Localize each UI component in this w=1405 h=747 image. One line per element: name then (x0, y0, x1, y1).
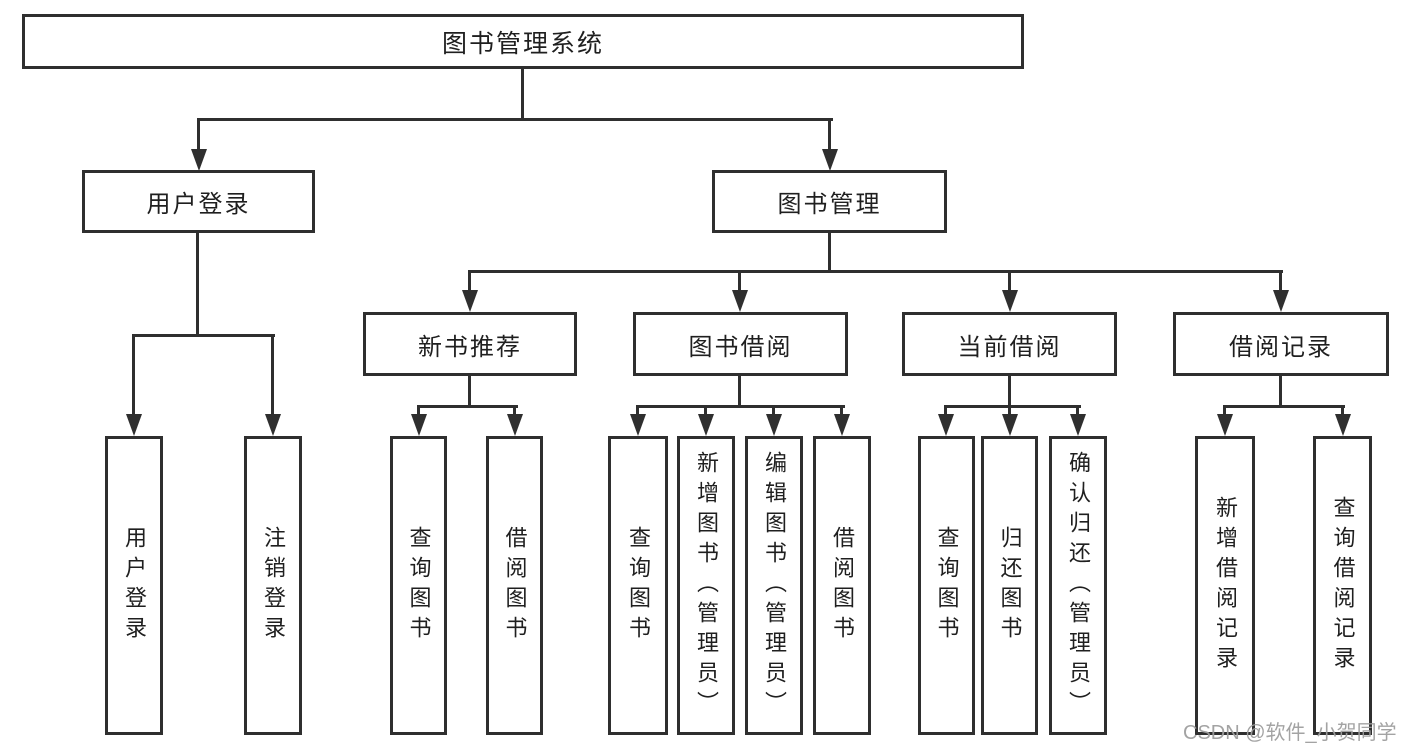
connector-leaf-stub (944, 407, 947, 416)
watermark: CSDN @软件_小贺同学 (1183, 722, 1397, 744)
connector-book-borrow-stem (738, 376, 741, 407)
arrowhead-down-icon (191, 149, 207, 171)
connector-leaf-stub (1008, 407, 1011, 416)
connector-leaf-stub (636, 407, 639, 416)
connector-to-user-login (197, 120, 200, 151)
connector-to-borrow-records (1279, 272, 1282, 294)
connector-leaf-stub (417, 407, 420, 416)
leaf-bb-query-books: 查询图书 (608, 436, 668, 735)
leaf-bb-add-books-admin: 新增图书（管理员） (677, 436, 735, 735)
connector-new-book-rec-stem (468, 376, 471, 407)
leaf-user-login: 用户登录 (105, 436, 163, 735)
node-user-login: 用户登录 (82, 170, 315, 233)
connector-leaf-stub (772, 407, 775, 416)
node-book-borrow: 图书借阅 (633, 312, 848, 376)
node-current-borrow: 当前借阅 (902, 312, 1117, 376)
arrowhead-down-icon (507, 414, 523, 436)
arrowhead-down-icon (938, 414, 954, 436)
arrowhead-down-icon (630, 414, 646, 436)
arrowhead-down-icon (411, 414, 427, 436)
node-new-book-recommend: 新书推荐 (363, 312, 577, 376)
arrowhead-down-icon (126, 414, 142, 436)
arrowhead-down-icon (766, 414, 782, 436)
leaf-cb-query-books: 查询图书 (918, 436, 975, 735)
arrowhead-down-icon (462, 290, 478, 312)
connector-new-book-rec-branch (417, 405, 518, 408)
leaf-bb-edit-books-admin: 编辑图书（管理员） (745, 436, 803, 735)
leaf-bb-borrow-books: 借阅图书 (813, 436, 871, 735)
arrowhead-down-icon (1070, 414, 1086, 436)
leaf-nbr-borrow-books: 借阅图书 (486, 436, 543, 735)
arrowhead-down-icon (698, 414, 714, 436)
connector-borrow-records-stem (1279, 376, 1282, 407)
leaf-br-add-record: 新增借阅记录 (1195, 436, 1255, 735)
connector-book-mgmt-stem (828, 233, 831, 272)
connector-leaf-stub (1076, 407, 1079, 416)
connector-root-stem (521, 68, 524, 121)
connector-current-borrow-branch (944, 405, 1081, 408)
connector-current-borrow-stem (1008, 376, 1011, 407)
connector-level3-branch (468, 270, 1283, 273)
connector-leaf-stub (840, 407, 843, 416)
arrowhead-down-icon (1273, 290, 1289, 312)
arrowhead-down-icon (1002, 290, 1018, 312)
arrowhead-down-icon (1217, 414, 1233, 436)
node-borrow-records: 借阅记录 (1173, 312, 1389, 376)
connector-level2-branch (197, 118, 833, 121)
arrowhead-down-icon (834, 414, 850, 436)
arrowhead-down-icon (1335, 414, 1351, 436)
connector-to-new-book-rec (468, 272, 471, 294)
connector-leaf-stub (1341, 407, 1344, 416)
arrowhead-down-icon (1002, 414, 1018, 436)
leaf-cb-return-books: 归还图书 (981, 436, 1038, 735)
leaf-cb-confirm-return-admin: 确认归还（管理员） (1049, 436, 1107, 735)
leaf-nbr-query-books: 查询图书 (390, 436, 447, 735)
connector-to-book-mgmt (828, 120, 831, 151)
connector-to-current-borrow (1008, 272, 1011, 294)
connector-user-login-branch (132, 334, 275, 337)
connector-user-login-stem (196, 233, 199, 336)
leaf-br-query-record: 查询借阅记录 (1313, 436, 1372, 735)
arrowhead-down-icon (732, 290, 748, 312)
leaf-logout: 注销登录 (244, 436, 302, 735)
connector-leaf-stub (704, 407, 707, 416)
arrowhead-down-icon (822, 149, 838, 171)
node-root: 图书管理系统 (22, 14, 1024, 69)
connector-to-leaf-logout (271, 336, 274, 416)
arrowhead-down-icon (265, 414, 281, 436)
connector-to-leaf-user-login (132, 336, 135, 416)
connector-borrow-records-branch (1223, 405, 1345, 408)
connector-leaf-stub (513, 407, 516, 416)
connector-to-book-borrow (738, 272, 741, 294)
connector-leaf-stub (1223, 407, 1226, 416)
node-book-management: 图书管理 (712, 170, 947, 233)
connector-book-borrow-branch (636, 405, 845, 408)
